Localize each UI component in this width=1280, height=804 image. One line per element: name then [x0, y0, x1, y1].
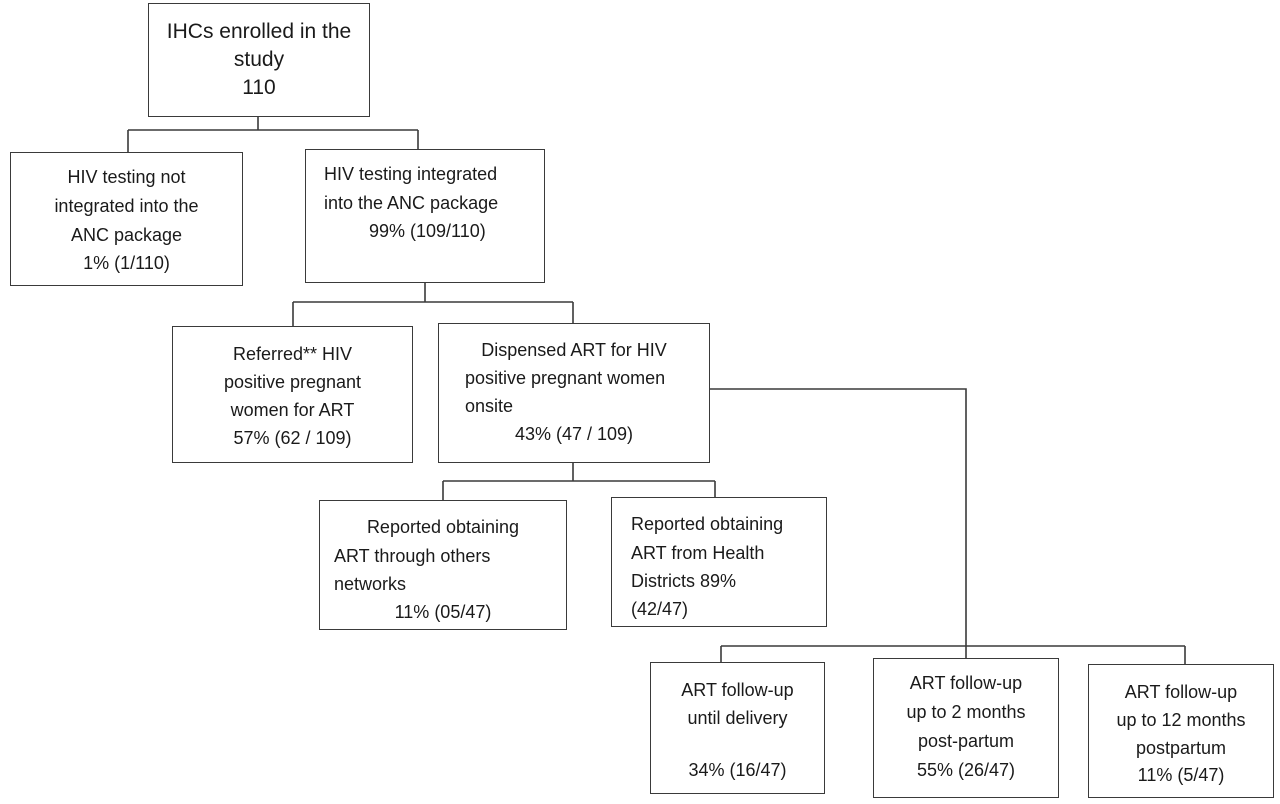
connector-dispensed [442, 463, 716, 500]
node-other-networks-line-2: ART through others [334, 546, 491, 566]
node-enrolled: IHCs enrolled in the study 110 [148, 3, 370, 117]
node-referred-line-4: 57% (62 / 109) [233, 428, 352, 448]
node-health-districts-line-4: (42/47) [631, 599, 689, 619]
node-dispensed: Dispensed ART for HIV positive pregnant … [438, 323, 710, 463]
node-followup-12m: ART follow-up up to 12 months postpartum… [1088, 664, 1274, 798]
node-health-districts: Reported obtaining ART from Health Distr… [611, 497, 827, 627]
node-integrated-line-3: 99% (109/110) [369, 221, 486, 241]
connector-followup [710, 388, 1186, 664]
node-followup-2m: ART follow-up up to 2 months post-partum… [873, 658, 1059, 798]
node-integrated-line-2: into the ANC package [324, 193, 499, 213]
node-other-networks: Reported obtaining ART through others ne… [319, 500, 567, 630]
node-followup-2m-line-3: post-partum [917, 731, 1015, 751]
node-followup-12m-line-4: 11% (5/47) [1137, 765, 1225, 785]
node-followup-delivery-line-4: 34% (16/47) [688, 760, 787, 780]
node-not-integrated: HIV testing not integrated into the ANC … [10, 152, 243, 286]
node-other-networks-line-3: networks [334, 574, 407, 594]
node-followup-delivery-line-1: ART follow-up [681, 680, 794, 700]
node-other-networks-line-1: Reported obtaining [366, 517, 520, 537]
node-not-integrated-line-3: ANC package [70, 225, 183, 245]
node-dispensed-line-2: positive pregnant women [465, 368, 666, 388]
node-followup-2m-line-1: ART follow-up [909, 673, 1023, 693]
node-followup-2m-line-4: 55% (26/47) [916, 760, 1016, 780]
node-dispensed-line-3: onsite [465, 396, 514, 416]
node-followup-delivery: ART follow-up until delivery 34% (16/47) [650, 662, 825, 794]
node-enrolled-line-3: 110 [242, 76, 276, 99]
node-referred: Referred** HIV positive pregnant women f… [172, 326, 413, 463]
node-followup-12m-line-2: up to 12 months [1116, 710, 1246, 730]
node-not-integrated-line-1: HIV testing not [67, 167, 186, 187]
node-enrolled-line-1: IHCs enrolled in the [166, 20, 352, 43]
node-integrated: HIV testing integrated into the ANC pack… [305, 149, 545, 283]
node-followup-12m-line-3: postpartum [1135, 738, 1227, 758]
node-followup-12m-line-1: ART follow-up [1124, 682, 1238, 702]
node-dispensed-line-4: 43% (47 / 109) [514, 424, 634, 444]
node-not-integrated-line-4: 1% (1/110) [83, 253, 170, 273]
node-dispensed-line-1: Dispensed ART for HIV [481, 340, 667, 360]
node-not-integrated-line-2: integrated into the [54, 196, 199, 216]
node-health-districts-line-2: ART from Health [631, 543, 765, 563]
node-referred-line-2: positive pregnant [223, 372, 362, 392]
node-enrolled-line-2: study [233, 48, 285, 71]
connector-integrated [292, 283, 574, 326]
node-other-networks-line-4: 11% (05/47) [394, 602, 492, 622]
node-referred-line-1: Referred** HIV [232, 344, 353, 364]
node-followup-delivery-line-2: until delivery [687, 708, 788, 728]
node-integrated-line-1: HIV testing integrated [324, 164, 498, 184]
node-referred-line-3: women for ART [230, 400, 355, 420]
node-followup-2m-line-2: up to 2 months [906, 702, 1026, 722]
node-health-districts-line-1: Reported obtaining [631, 514, 784, 534]
connector-enrolled [127, 117, 419, 152]
node-health-districts-line-3: Districts 89% [631, 571, 737, 591]
